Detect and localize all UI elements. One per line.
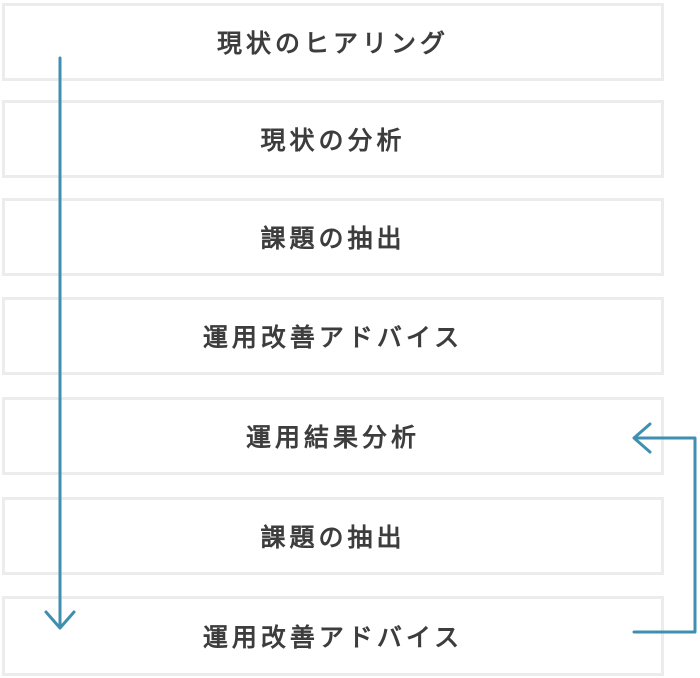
flow-step-6: 課題の抽出 [2,497,664,575]
flow-step-3: 課題の抽出 [2,198,664,276]
flow-step-label: 運用改善アドバイス [202,623,464,652]
flow-step-5: 運用結果分析 [2,397,664,475]
flow-step-label: 課題の抽出 [260,224,406,253]
flow-step-4: 運用改善アドバイス [2,297,664,375]
flow-step-label: 現状の分析 [260,126,406,155]
flow-step-7: 運用改善アドバイス [2,596,664,676]
flow-step-label: 課題の抽出 [260,523,406,552]
flow-step-label: 運用結果分析 [245,423,420,452]
flow-step-label: 現状のヒアリング [216,29,449,58]
flow-step-label: 運用改善アドバイス [202,323,464,352]
flow-step-2: 現状の分析 [2,100,664,178]
flow-step-1: 現状のヒアリング [2,3,664,81]
